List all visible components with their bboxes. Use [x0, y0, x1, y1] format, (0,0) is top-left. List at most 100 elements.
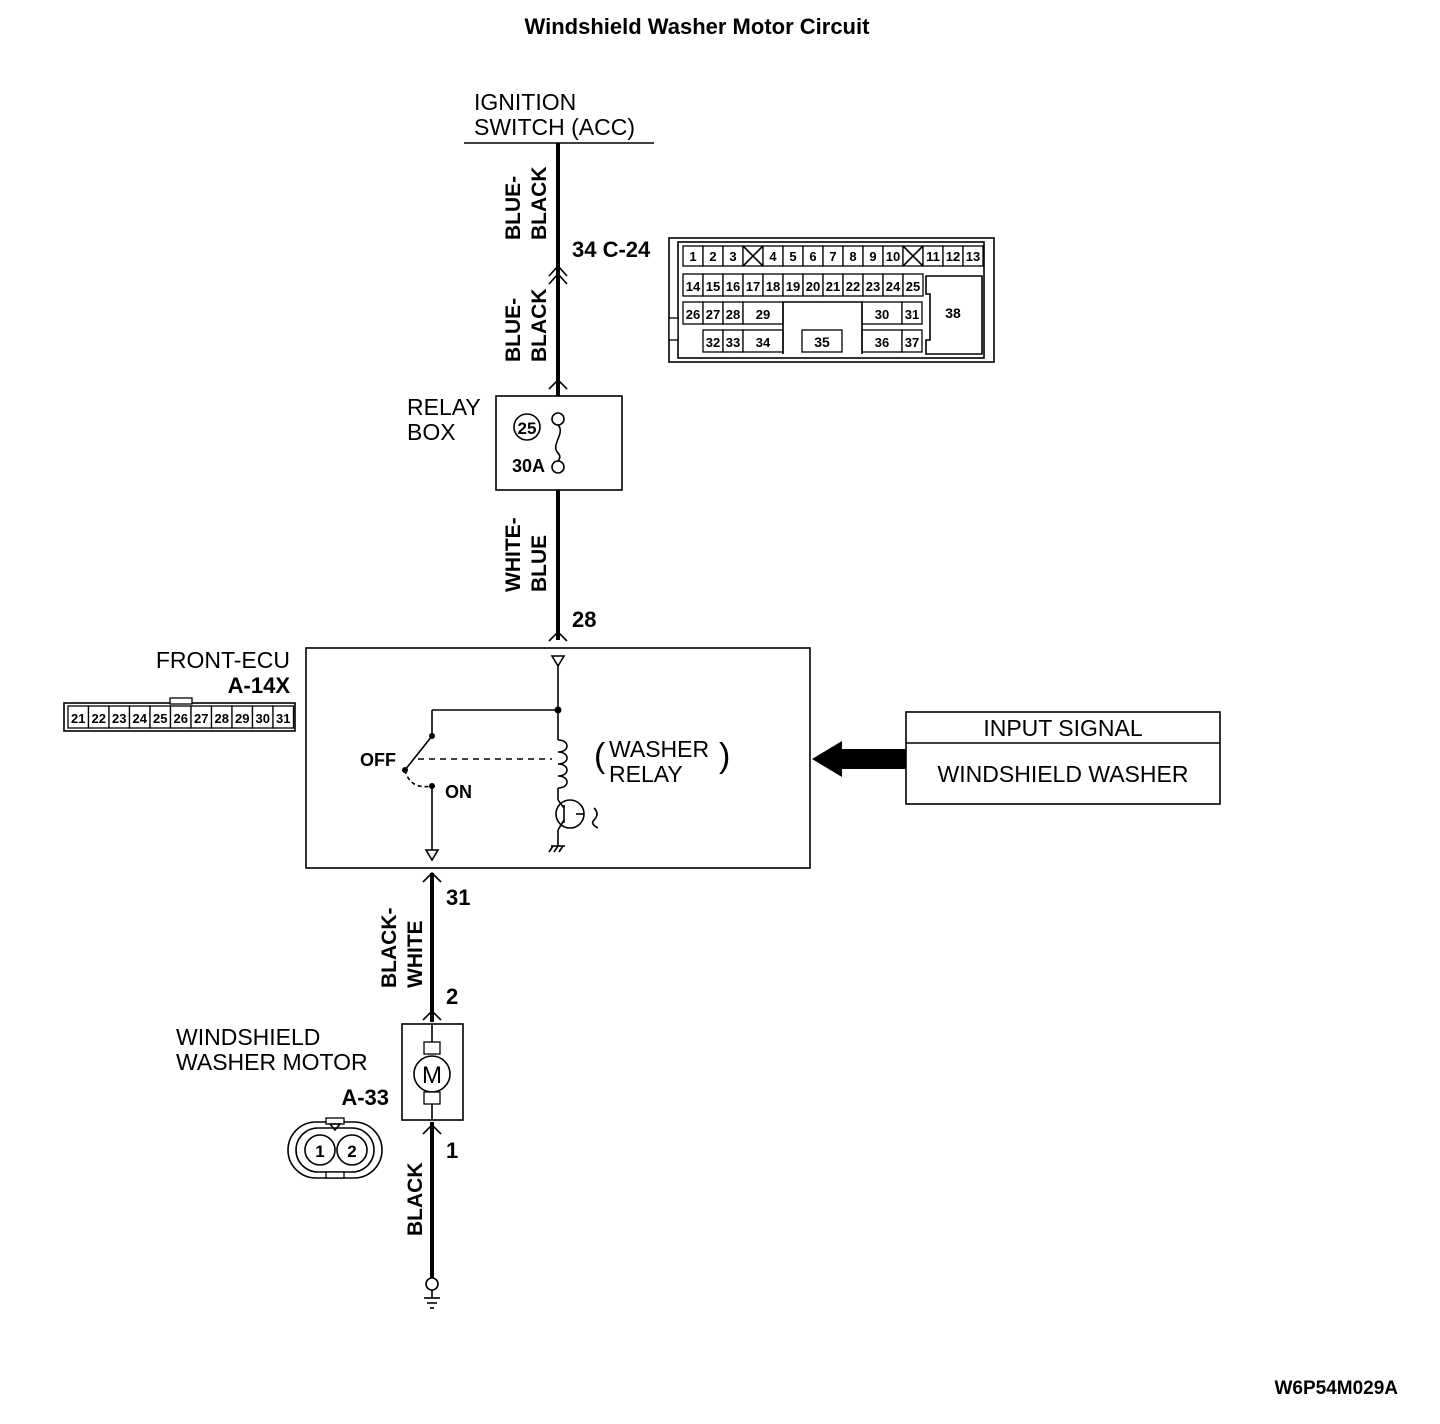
front-ecu-connector-id: A-14X	[228, 673, 291, 698]
a33-pin-2: 2	[347, 1142, 356, 1161]
motor-connector-id: A-33	[341, 1085, 389, 1110]
c24-pin-28: 28	[726, 307, 740, 322]
relay-bracket-right: )	[719, 737, 730, 775]
a14x-pin-22: 22	[92, 711, 106, 726]
c24-pin-7: 7	[829, 249, 836, 264]
c24-pin-16: 16	[726, 279, 740, 294]
pin-1-label: 1	[446, 1138, 458, 1163]
c24-pin-12: 12	[946, 249, 960, 264]
a14x-pin-25: 25	[153, 711, 167, 726]
c24-pin-18: 18	[766, 279, 780, 294]
input-signal-box: INPUT SIGNAL WINDSHIELD WASHER	[905, 711, 1221, 805]
diagram-title: Windshield Washer Motor Circuit	[525, 14, 871, 39]
connector-mark-c24	[548, 264, 568, 285]
fuse-number-circle	[513, 413, 541, 441]
c24-pin-29: 29	[756, 307, 770, 322]
motor-label-line1: WINDSHIELD	[176, 1024, 320, 1050]
input-arrow-icon	[812, 741, 906, 777]
pin-28-label: 28	[572, 607, 596, 632]
svg-text:BLUE-: BLUE-	[502, 176, 525, 240]
ecu-terminal-31	[424, 849, 440, 862]
wire-label-blue-black-lower: BLUE- BLACK	[502, 289, 551, 363]
ignition-label-line2: SWITCH (ACC)	[474, 114, 635, 140]
transistor-base-lead	[591, 807, 599, 829]
c24-pin-34: 34	[756, 335, 771, 350]
svg-text:BLACK-: BLACK-	[378, 908, 401, 988]
connector-a33-face: 1 2	[287, 1117, 383, 1179]
input-signal-value: WINDSHIELD WASHER	[938, 761, 1189, 787]
ecu-terminal-28	[550, 655, 566, 668]
diagram-code: W6P54M029A	[1274, 1378, 1398, 1399]
c24-pin-23: 23	[866, 279, 880, 294]
c24-pin-15: 15	[706, 279, 720, 294]
c24-pin-36: 36	[875, 335, 889, 350]
a14x-pin-31: 31	[276, 711, 290, 726]
a14x-pin-29: 29	[235, 711, 249, 726]
a14x-pin-26: 26	[174, 711, 188, 726]
c24-pin-24: 24	[886, 279, 901, 294]
relay-box-label-line1: RELAY	[407, 394, 481, 420]
relay-box-label-line2: BOX	[407, 419, 456, 445]
c24-pin-21: 21	[826, 279, 840, 294]
washer-motor: WINDSHIELD WASHER MOTOR A-33 M 1 2	[176, 1023, 464, 1179]
c24-pin-4: 4	[769, 249, 777, 264]
fuse-rating: 30A	[512, 456, 545, 476]
a14x-pin-23: 23	[112, 711, 126, 726]
fuse-number: 25	[518, 419, 537, 438]
c24-pin-30: 30	[875, 307, 889, 322]
switch-blade	[404, 735, 433, 771]
relay-box-connector-mark	[548, 378, 568, 390]
a14x-pin-27: 27	[194, 711, 208, 726]
connector-a14x-face: 21 22 23 24 25 26 27 28 29 30 31	[63, 697, 296, 732]
c24-pin-17: 17	[746, 279, 760, 294]
relay-bracket-left: (	[594, 737, 606, 775]
c24-pin-5: 5	[789, 249, 796, 264]
a14x-pin-30: 30	[256, 711, 270, 726]
wire-label-white-blue: WHITE- BLUE	[502, 517, 551, 592]
c24-pin-1: 1	[689, 249, 696, 264]
c24-pin-9: 9	[869, 249, 876, 264]
c24-pin-2: 2	[709, 249, 716, 264]
wire-label-black: BLACK	[404, 1163, 427, 1237]
c24-pin-27: 27	[706, 307, 720, 322]
ignition-label-line1: IGNITION	[474, 89, 576, 115]
pin-31-label: 31	[446, 885, 470, 910]
pin-2-label: 2	[446, 984, 458, 1009]
c24-pin-22: 22	[846, 279, 860, 294]
c24-pin-13: 13	[966, 249, 980, 264]
svg-text:WHITE: WHITE	[404, 920, 427, 988]
input-signal-header: INPUT SIGNAL	[983, 715, 1143, 741]
a14x-pin-21: 21	[71, 711, 85, 726]
c24-pin-25: 25	[906, 279, 920, 294]
svg-text:BLUE-: BLUE-	[502, 298, 525, 362]
motor-symbol: M	[422, 1062, 442, 1089]
c24-pin-31: 31	[905, 307, 919, 322]
fuse-element	[554, 424, 562, 462]
c24-pin-10: 10	[886, 249, 900, 264]
wire-label-blue-black-upper: BLUE- BLACK	[502, 167, 551, 241]
ignition-switch: IGNITION SWITCH (ACC)	[464, 89, 654, 144]
a33-pin-1: 1	[315, 1142, 324, 1161]
wire-label-black-white: BLACK- WHITE	[378, 908, 427, 988]
c24-pin-19: 19	[786, 279, 800, 294]
c24-pin-32: 32	[706, 335, 720, 350]
a14x-pin-24: 24	[133, 711, 148, 726]
ecu-connector-mark-28	[548, 630, 568, 642]
ecu-ground-icon	[548, 845, 565, 853]
relay-box: RELAY BOX 25 30A	[407, 378, 623, 491]
motor-label-line2: WASHER MOTOR	[176, 1049, 368, 1075]
c24-pin-11: 11	[926, 249, 940, 264]
c24-pin-26: 26	[686, 307, 700, 322]
relay-coil	[557, 739, 568, 789]
c24-pin-20: 20	[806, 279, 820, 294]
c24-pin-38: 38	[945, 305, 961, 321]
a14x-pin-28: 28	[215, 711, 229, 726]
motor-connector-mark-2	[422, 1009, 442, 1021]
c24-pin-37: 37	[905, 335, 919, 350]
c24-pin-14: 14	[686, 279, 701, 294]
c24-pin-6: 6	[809, 249, 816, 264]
relay-label-line1: WASHER	[609, 736, 709, 762]
front-ecu-label: FRONT-ECU	[156, 647, 290, 673]
